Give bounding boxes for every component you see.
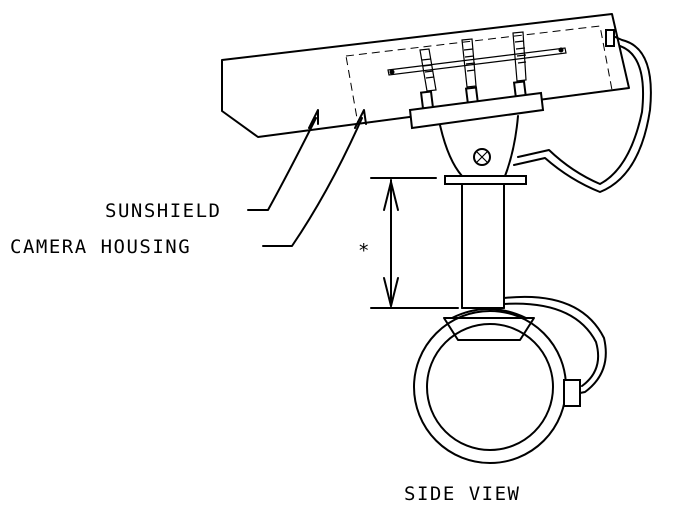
round-enclosure bbox=[413, 310, 581, 464]
view-title: SIDE VIEW bbox=[404, 483, 520, 505]
lower-collar bbox=[443, 308, 535, 341]
camera-housing-label: CAMERA HOUSING bbox=[10, 236, 191, 258]
camera-housing-outline bbox=[345, 25, 613, 125]
hose-clamp-right bbox=[512, 31, 528, 100]
enclosure-cable-gland-icon bbox=[563, 379, 581, 407]
pole-assembly bbox=[444, 175, 527, 309]
dimension-asterisk: * bbox=[358, 240, 371, 262]
cable bbox=[513, 29, 652, 193]
cable-connector-icon bbox=[605, 29, 615, 47]
hose-clamp-middle bbox=[461, 38, 480, 106]
mount-plate bbox=[408, 91, 545, 130]
lower-cable bbox=[503, 295, 607, 394]
yoke-bracket bbox=[439, 115, 519, 177]
leader-camera-housing bbox=[262, 109, 367, 247]
dimension-marker bbox=[370, 177, 459, 309]
hose-clamp-left bbox=[419, 48, 437, 110]
leader-sunshield bbox=[247, 109, 319, 211]
sunshield-label: SUNSHIELD bbox=[105, 200, 221, 222]
